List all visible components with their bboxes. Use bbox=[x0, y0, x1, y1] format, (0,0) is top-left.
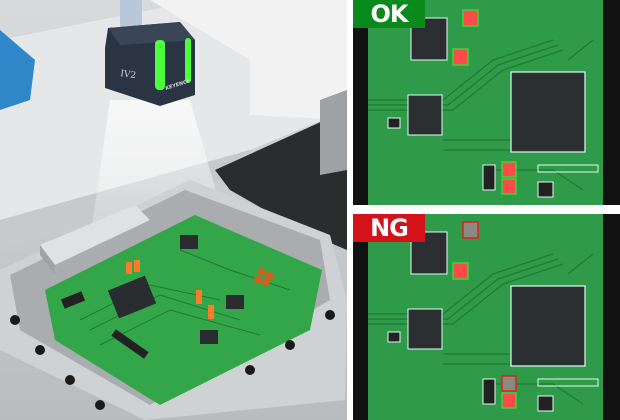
ok-result-panel: OK bbox=[353, 0, 620, 205]
ok-inspection-boxes bbox=[452, 9, 517, 195]
iv2-sensor: IV2 KEYENCE bbox=[105, 0, 195, 106]
sensor-model-label: IV2 bbox=[120, 69, 137, 81]
ng-result-panel: NG bbox=[353, 214, 620, 420]
ng-inspection-boxes bbox=[452, 221, 517, 409]
blue-block bbox=[0, 30, 35, 110]
ok-status-badge: OK bbox=[353, 0, 425, 28]
pcb-board bbox=[45, 215, 322, 405]
highlighted-components bbox=[126, 260, 214, 319]
sensor-scene: IV2 KEYENCE bbox=[0, 0, 347, 420]
ng-status-badge: NG bbox=[353, 214, 425, 242]
main-ic bbox=[510, 285, 586, 367]
main-chip bbox=[107, 275, 157, 319]
main-ic bbox=[510, 71, 586, 153]
